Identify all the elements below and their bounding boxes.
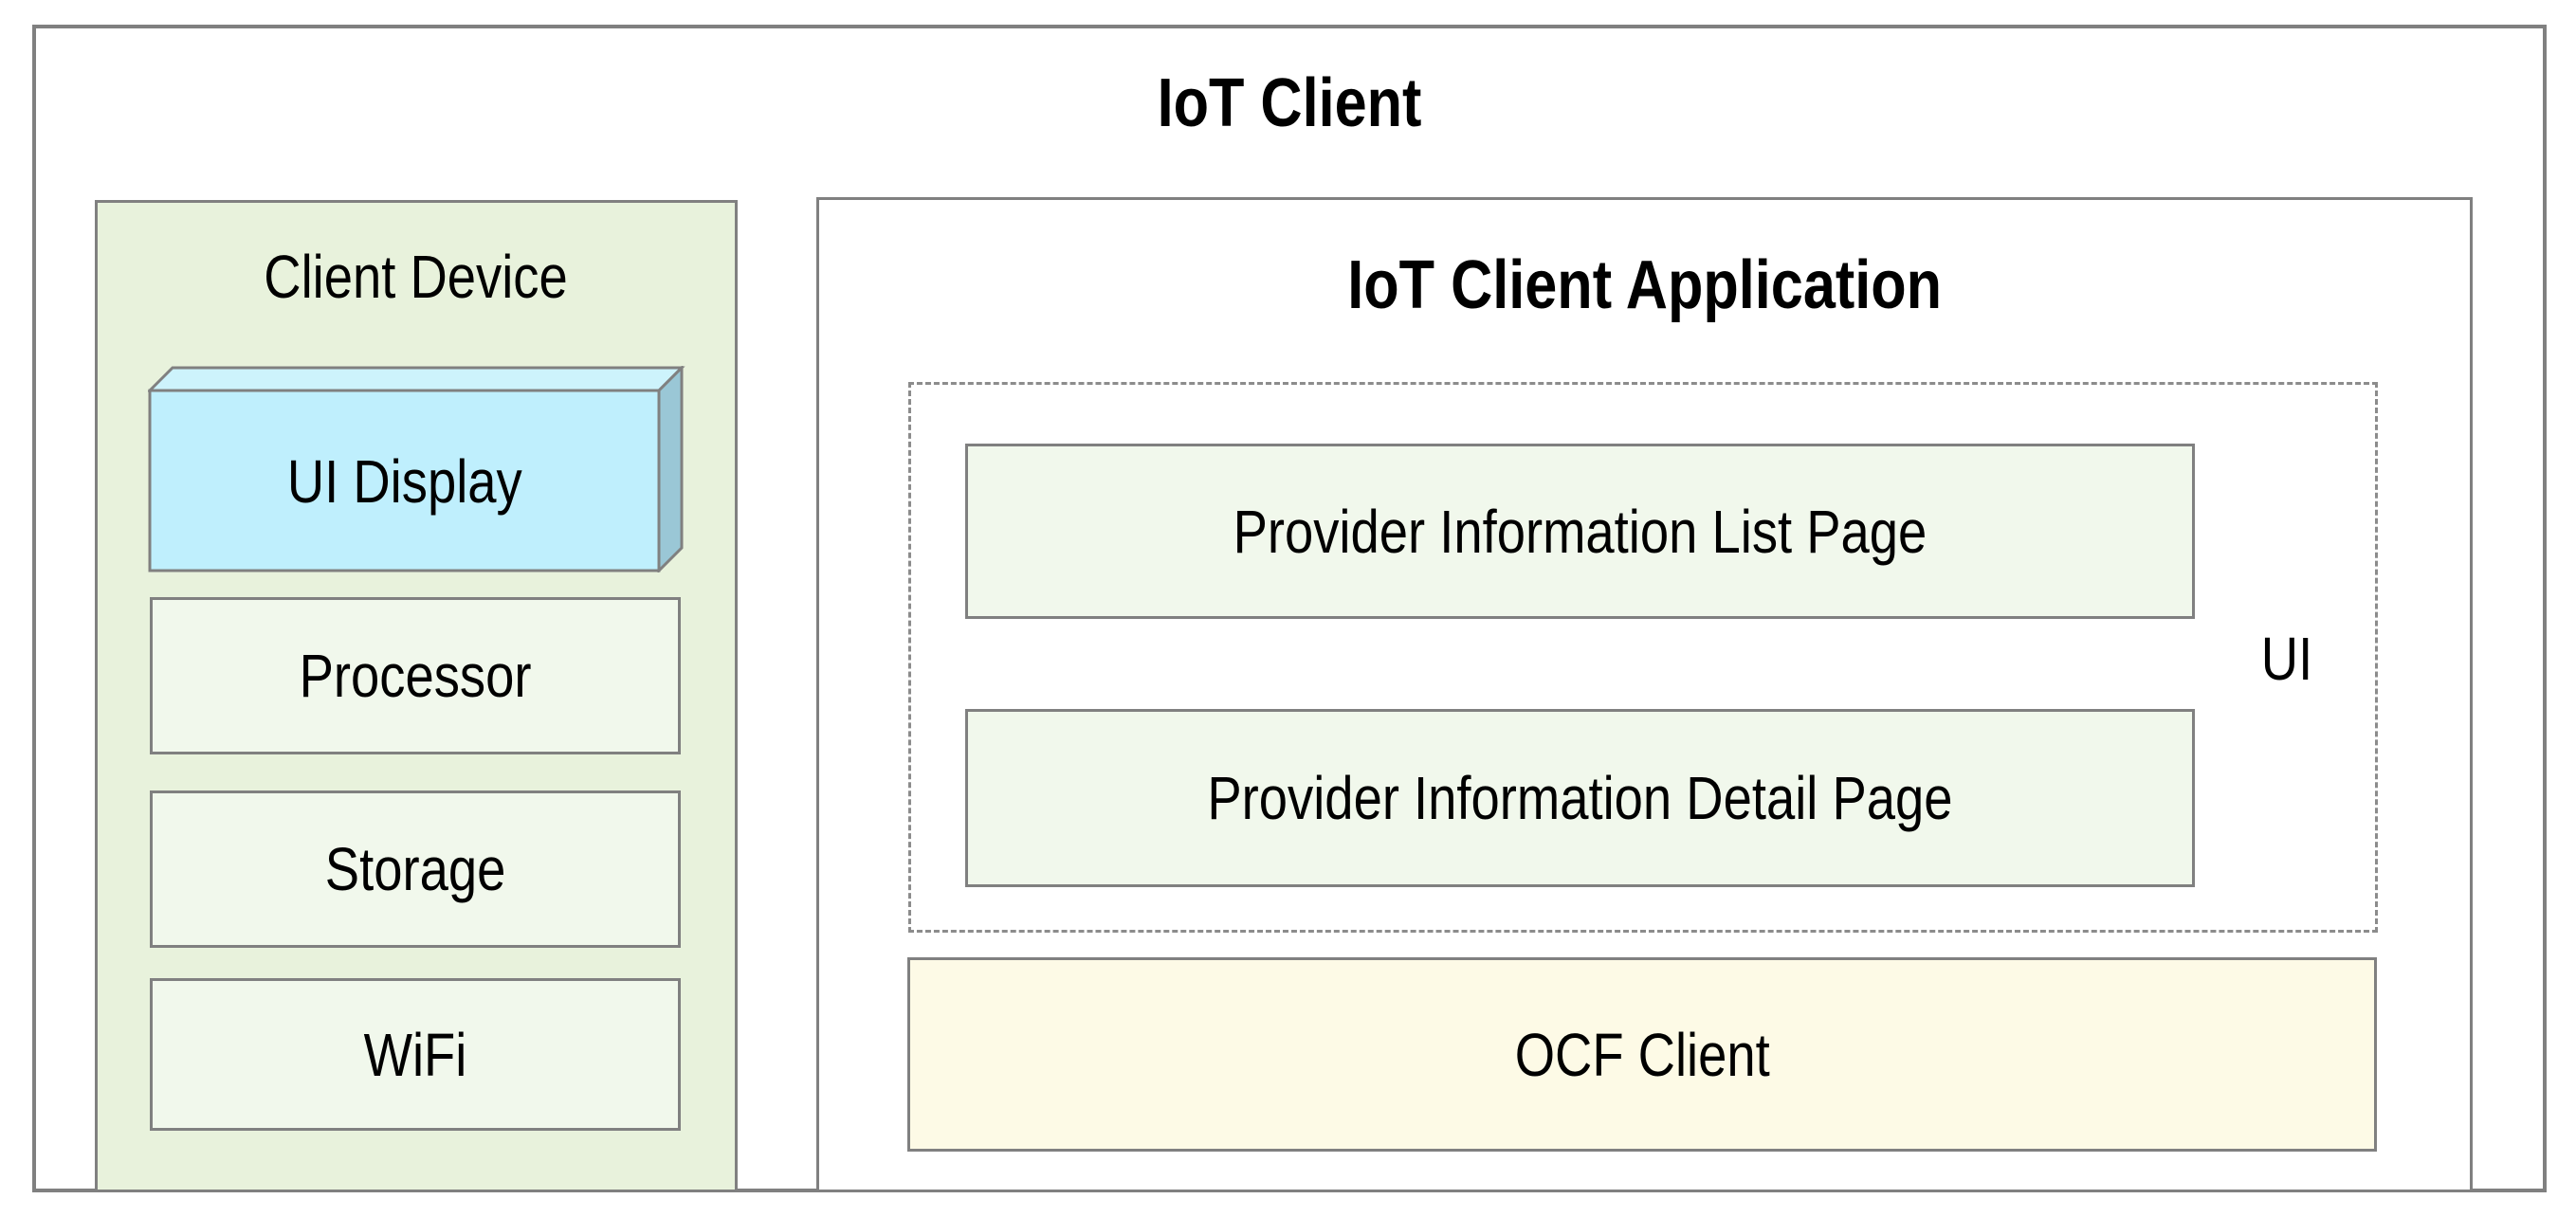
ui-group-label: UI — [2216, 621, 2358, 697]
storage-box: Storage — [150, 790, 681, 948]
diagram-title-text: IoT Client — [1157, 64, 1422, 141]
client-device-title: Client Device — [98, 239, 735, 315]
ui-display-label-text: UI Display — [286, 447, 522, 516]
cube-top-face — [148, 366, 685, 392]
processor-label-text: Processor — [299, 642, 532, 710]
wifi-box: WiFi — [150, 978, 681, 1131]
ui-display-label: UI Display — [150, 392, 659, 571]
ui-display-cube-icon — [148, 366, 685, 572]
storage-label-text: Storage — [324, 835, 506, 903]
provider-list-page-text: Provider Information List Page — [1233, 497, 1927, 566]
client-device-title-text: Client Device — [264, 243, 569, 311]
provider-detail-page-box: Provider Information Detail Page — [965, 709, 2195, 887]
application-title-text: IoT Client Application — [1347, 246, 1942, 323]
ocf-client-box: OCF Client — [907, 957, 2377, 1152]
cube-front-face — [148, 389, 661, 572]
iot-client-application-box: IoT Client Application Provider Informat… — [816, 197, 2473, 1192]
iot-client-outer-box: IoT Client Client Device UI Display Proc… — [32, 25, 2547, 1192]
client-device-panel: Client Device UI Display Processor Stora… — [95, 200, 738, 1192]
application-title: IoT Client Application — [819, 245, 2470, 325]
provider-list-page-box: Provider Information List Page — [965, 444, 2195, 619]
wifi-label-text: WiFi — [363, 1020, 467, 1089]
ocf-client-text: OCF Client — [1514, 1020, 1770, 1089]
cube-side-face — [657, 366, 684, 572]
provider-detail-page-text: Provider Information Detail Page — [1207, 764, 1953, 832]
ui-group-label-text: UI — [2260, 625, 2313, 693]
ui-dashed-group: Provider Information List Page Provider … — [908, 382, 2378, 933]
diagram-title: IoT Client — [36, 63, 2543, 143]
processor-box: Processor — [150, 597, 681, 754]
